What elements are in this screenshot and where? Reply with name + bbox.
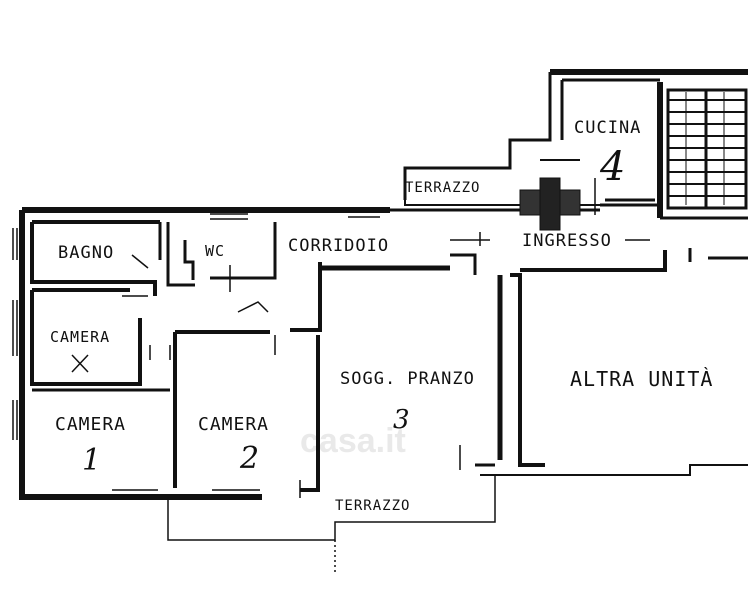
watermark: casa.it [300,422,406,460]
label-camera-2: CAMERA [198,414,269,435]
interior-walls [30,78,748,492]
label-cucina-number: 4 [599,144,625,190]
label-soggiorno: SOGG. PRANZO [340,369,475,389]
label-cucina: CUCINA [574,118,641,138]
label-soggiorno-number: 3 [393,405,410,435]
outer-walls [19,69,748,500]
label-terrazzo-bottom: TERRAZZO [335,498,410,514]
label-camera-small: CAMERA [50,328,110,346]
label-camera-1-number: 1 [82,443,101,478]
staircase [666,88,748,210]
label-wc: WC [205,242,225,260]
label-camera-2-number: 2 [239,441,259,476]
room-labels: BAGNO WC CORRIDOIO CAMERA CAMERA 1 CAMER… [50,118,713,514]
label-terrazzo-top: TERRAZZO [405,180,480,196]
terrace-top-outline [404,170,600,231]
label-bagno: BAGNO [58,243,114,263]
label-altra-unita: ALTRA UNITÀ [570,367,713,391]
label-ingresso: INGRESSO [522,231,612,251]
door-marks [71,178,650,498]
label-camera-1: CAMERA [55,414,126,435]
terrace-bottom-outline [167,475,496,575]
windows [12,198,655,496]
label-corridoio: CORRIDOIO [288,236,389,256]
